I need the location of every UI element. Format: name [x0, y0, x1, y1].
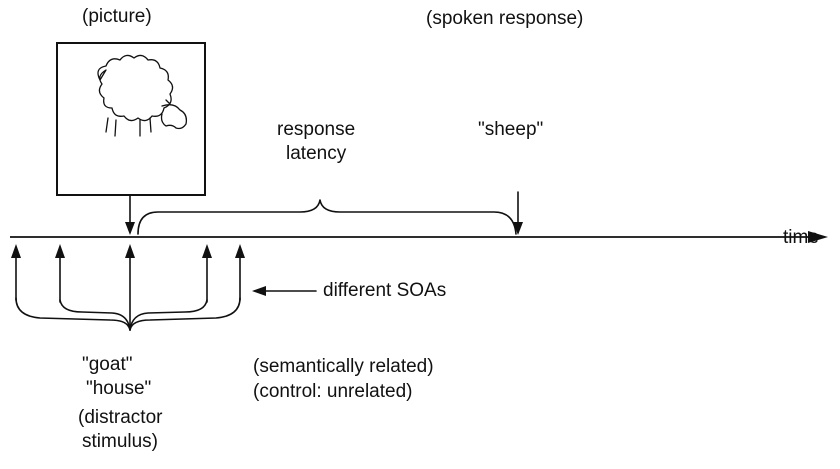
time-label: time [783, 227, 819, 248]
time-axis-arrowhead [808, 231, 828, 243]
house-label: "house" [86, 378, 152, 399]
soa-arrows [11, 244, 245, 329]
picture-label: (picture) [82, 6, 152, 27]
response-label: response [277, 119, 356, 140]
distractor-label: (distractor [78, 407, 163, 428]
sheep-label: "sheep" [478, 119, 544, 140]
response-latency-brace [137, 199, 517, 235]
control-unrelated-label: (control: unrelated) [253, 381, 413, 402]
different-soas-label: different SOAs [323, 280, 447, 301]
stimulus-label: stimulus) [82, 431, 159, 452]
semantically-related-label: (semantically related) [253, 356, 434, 377]
goat-label: "goat" [82, 354, 133, 375]
sheep-icon [97, 54, 188, 137]
spoken-response-label: (spoken response) [426, 8, 584, 29]
distractor-connectors [15, 297, 241, 331]
latency-label: latency [286, 143, 347, 164]
picture-frame [56, 42, 206, 196]
